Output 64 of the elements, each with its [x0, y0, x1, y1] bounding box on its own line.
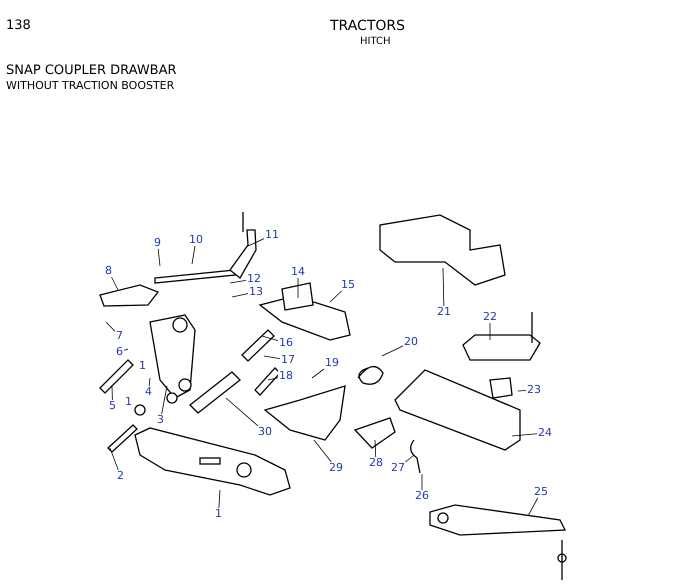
callout-number: 10 [188, 234, 204, 246]
leader-line [112, 384, 113, 400]
section-heading: SNAP COUPLER DRAWBAR [6, 63, 177, 78]
section-subheading: WITHOUT TRACTION BOOSTER [6, 79, 174, 92]
leader-line [161, 386, 168, 414]
callout-number: 26 [414, 490, 430, 502]
leader-line [268, 377, 278, 380]
leader-line [226, 398, 259, 426]
callout-number: 14 [290, 266, 306, 278]
leader-line [124, 348, 128, 351]
leader-line [374, 440, 376, 458]
leader-line [512, 433, 538, 436]
callout-number: 30 [257, 426, 273, 438]
callout-number: 16 [278, 337, 294, 349]
leader-line [264, 356, 280, 360]
leader-line [106, 322, 116, 332]
callout-number: 13 [248, 286, 264, 298]
section-subtitle: HITCH [360, 36, 390, 47]
callout-number: 29 [328, 462, 344, 474]
callout-number: 19 [324, 357, 340, 369]
leader-line [158, 248, 160, 266]
callout-number: 7 [115, 330, 124, 342]
leader-line [312, 368, 324, 378]
callout-number: 20 [403, 336, 419, 348]
callout-number: 9 [153, 237, 162, 249]
leader-line [442, 268, 444, 306]
callout-number: 21 [436, 306, 452, 318]
callout-number: 17 [280, 354, 296, 366]
leader-line [262, 336, 278, 342]
leader-line [528, 498, 538, 516]
callout-number: 18 [278, 370, 294, 382]
callout-number: 28 [368, 457, 384, 469]
page-number: 138 [6, 18, 31, 33]
leader-line [248, 238, 264, 246]
page-title: TRACTORS [330, 18, 406, 34]
callout-number: 1 [124, 396, 133, 408]
callout-number: 5 [108, 400, 117, 412]
leader-line [330, 290, 342, 302]
leader-line [518, 390, 526, 392]
callout-number: 25 [533, 486, 549, 498]
callout-number: 23 [526, 384, 542, 396]
callout-number: 2 [116, 470, 125, 482]
leader-line [232, 293, 248, 298]
leader-line [404, 454, 414, 462]
leader-line [192, 246, 196, 264]
callout-number: 4 [144, 386, 153, 398]
callout-number: 24 [537, 427, 553, 439]
callout-number: 8 [104, 265, 113, 277]
callout-number: 3 [156, 414, 165, 426]
callout-number: 6 [115, 346, 124, 358]
leader-line [148, 378, 150, 386]
leader-line [111, 276, 118, 290]
leader-line [110, 448, 119, 470]
callout-number: 22 [482, 311, 498, 323]
callout-number: 15 [340, 279, 356, 291]
leader-line [230, 280, 246, 284]
callout-number: 11 [264, 229, 280, 241]
leader-line [382, 345, 404, 356]
callout-number: 1 [214, 508, 223, 520]
callout-number: 12 [246, 273, 262, 285]
leader-line [314, 440, 332, 462]
leader-line [218, 490, 220, 508]
callout-number: 27 [390, 462, 406, 474]
callout-number: 1 [138, 360, 147, 372]
